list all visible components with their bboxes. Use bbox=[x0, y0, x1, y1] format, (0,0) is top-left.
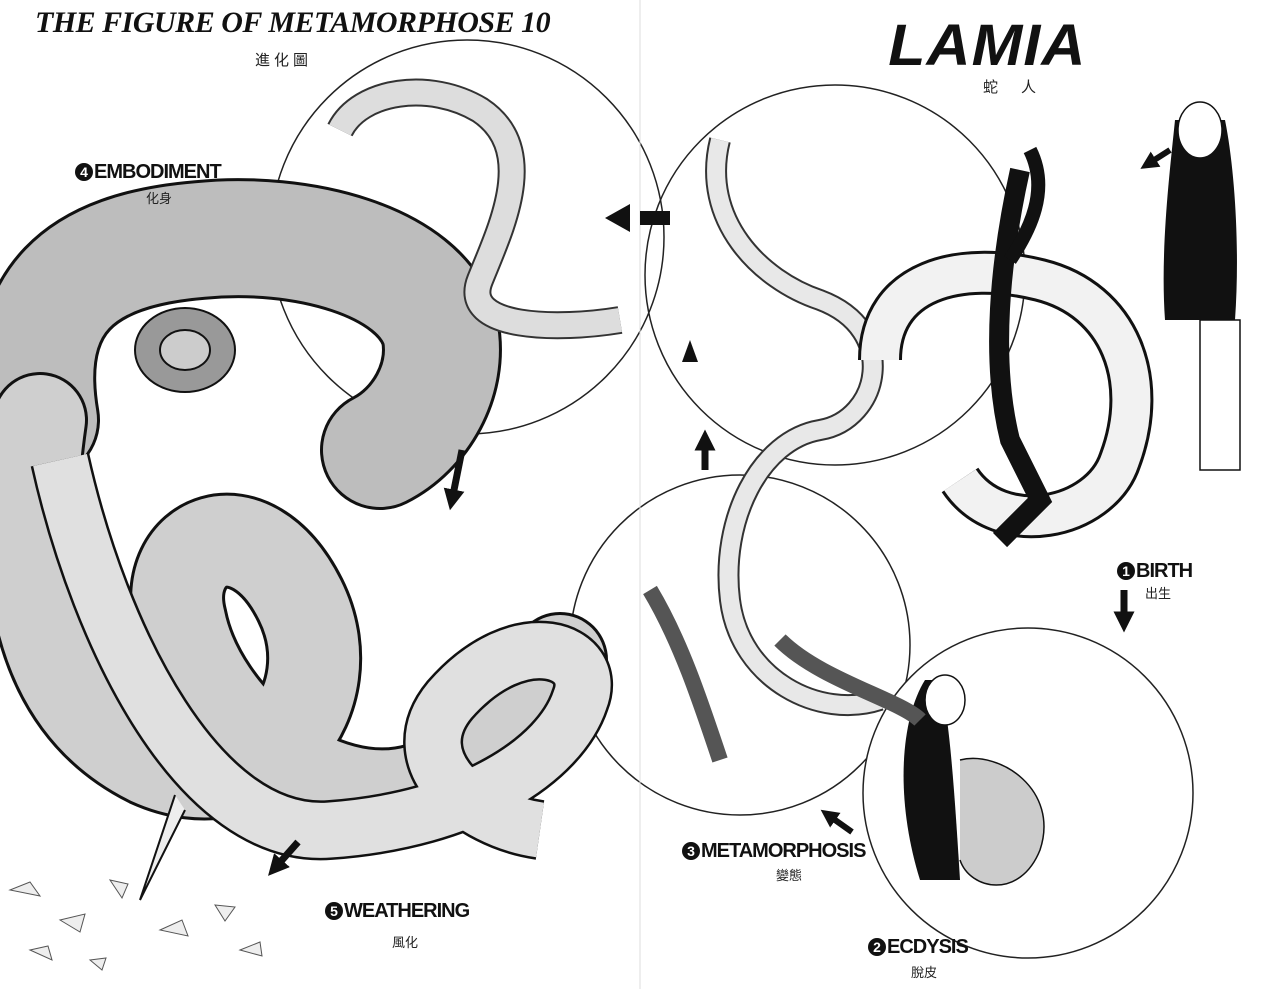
page-subtitle: 進化圖 bbox=[255, 52, 313, 69]
stage-name: METAMORPHOSIS bbox=[701, 840, 866, 862]
arrow-left-icon bbox=[605, 204, 630, 232]
stage-chinese-birth: 出生 bbox=[1145, 586, 1172, 601]
stage-number: 2 bbox=[868, 938, 886, 956]
stage-name: BIRTH bbox=[1136, 560, 1193, 582]
stage-chinese-ecdysis: 脫皮 bbox=[911, 965, 938, 980]
stage-chinese-metamorphosis: 變態 bbox=[776, 868, 803, 883]
lamia-title: LAMIA bbox=[888, 13, 1087, 78]
arrow-up-icon bbox=[682, 340, 698, 362]
stage-number: 3 bbox=[682, 842, 700, 860]
stage-number: 1 bbox=[1117, 562, 1135, 580]
arrow-pointer-icon bbox=[1140, 147, 1172, 169]
stage-name: EMBODIMENT bbox=[94, 161, 222, 183]
arrows bbox=[268, 147, 1172, 876]
stage-number: 4 bbox=[75, 163, 93, 181]
arrow-left-bar bbox=[640, 211, 670, 225]
serpent-embodiment bbox=[0, 178, 613, 971]
page-title: THE FIGURE OF METAMORPHOSE 10 bbox=[35, 6, 551, 39]
arrow-downleft-icon bbox=[268, 839, 301, 876]
stage-chinese-weathering: 風化 bbox=[392, 935, 419, 950]
stage-name: ECDYSIS bbox=[887, 936, 969, 958]
stage-name: WEATHERING bbox=[344, 900, 470, 922]
lamia-subtitle: 蛇 人 bbox=[983, 79, 1041, 96]
arrow-down-icon bbox=[443, 449, 466, 511]
stage-number: 5 bbox=[325, 902, 343, 920]
stage-chinese-embodiment: 化身 bbox=[146, 191, 173, 206]
lamia-figures bbox=[643, 101, 1241, 886]
arrow-upleft-icon bbox=[820, 809, 854, 835]
